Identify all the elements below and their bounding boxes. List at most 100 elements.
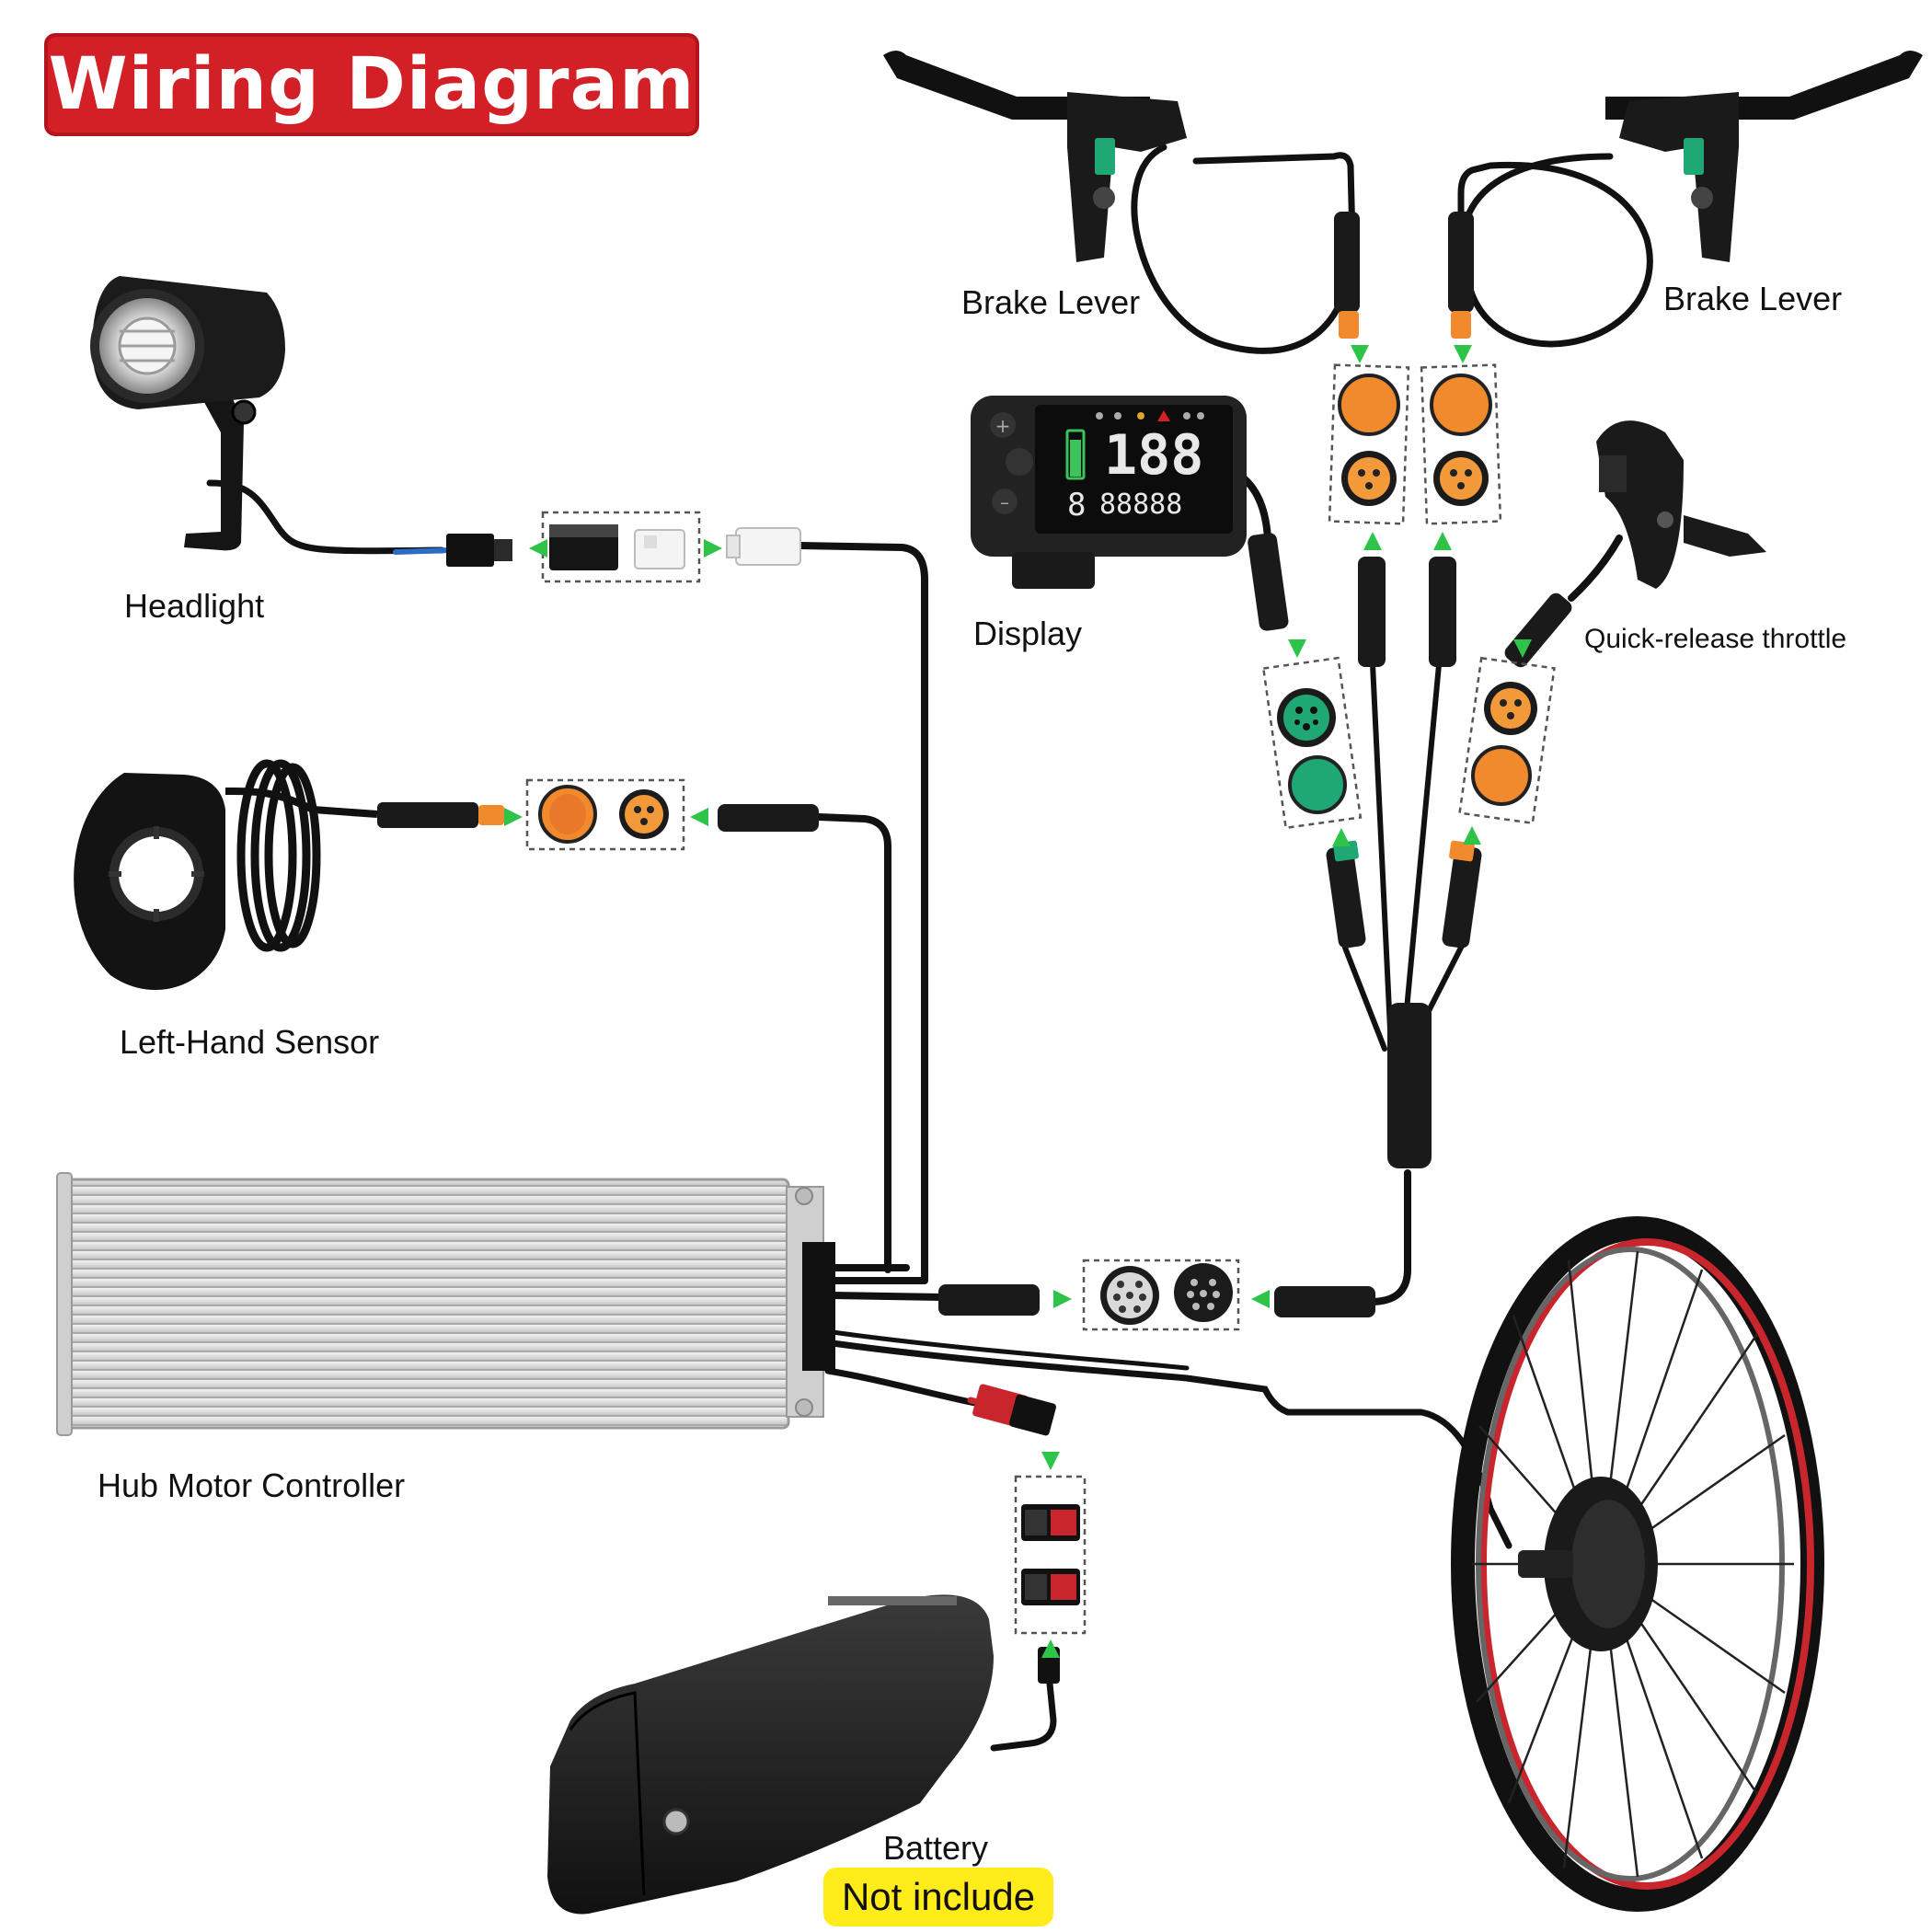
hub-motor-controller (56, 1172, 835, 1436)
harness-brake-left-plug (1358, 557, 1386, 667)
label-battery: Battery (883, 1829, 989, 1867)
brake-left-connector-pair (1338, 374, 1400, 506)
controller-bundle-3 (829, 1292, 947, 1301)
sensor-plug (377, 802, 478, 828)
headlight (90, 276, 285, 551)
throttle-cable (1568, 535, 1623, 602)
connection-arrows (504, 345, 1532, 1658)
sensor-connector-box (525, 778, 685, 851)
display-cable (1240, 475, 1271, 542)
main-connector-left-plug (938, 1284, 1040, 1316)
display-buttons: + – (990, 412, 1033, 514)
main-connector-right-plug (1274, 1286, 1375, 1317)
arrow-battery-top (1041, 1452, 1060, 1470)
label-headlight: Headlight (124, 587, 265, 625)
svg-text:+: + (995, 415, 1011, 437)
display-speed-readout: 188 (1104, 423, 1203, 488)
left-hand-sensor (74, 759, 504, 990)
battery-connector-box (1014, 1475, 1087, 1635)
headlight-wire (206, 479, 445, 555)
sensor-connector-pair (538, 785, 669, 844)
brake-left-plug (1334, 212, 1360, 313)
arrow-brake-right-bottom (1433, 532, 1452, 550)
arrow-headlight-right (704, 539, 722, 558)
svg-text:–: – (1000, 491, 1009, 513)
brake-left-connector-box (1328, 363, 1410, 525)
harness-leg-2 (1368, 623, 1394, 1052)
display-battery-bar (1065, 429, 1086, 480)
arrow-brake-left-top (1351, 345, 1369, 363)
harness-leg-1 (1342, 945, 1387, 1052)
display-pas-readout: 8 (1067, 487, 1086, 523)
display-minus-button (992, 489, 1018, 514)
arrow-display-bottom (1332, 828, 1351, 846)
arrow-main-left (1053, 1290, 1072, 1308)
arrow-sensor-right (690, 808, 708, 826)
throttle-plug (1504, 592, 1572, 668)
wires (206, 144, 1653, 1752)
motor-cable-2 (830, 1329, 1190, 1371)
label-brake-lever-left: Brake Lever (961, 283, 1141, 321)
splitter-tail (1330, 1169, 1411, 1305)
harness-brake-right-plug (1429, 557, 1456, 667)
brake-right-connector-box (1420, 363, 1502, 525)
controller-case (64, 1178, 790, 1430)
brake-cable-right (1457, 153, 1653, 348)
arrow-throttle (1513, 639, 1532, 658)
battery-lead (824, 1367, 979, 1407)
title-banner: Wiring Diagram (44, 33, 699, 136)
harness-throttle-plug (1442, 845, 1482, 949)
label-throttle: Quick-release throttle (1584, 624, 1847, 654)
label-left-hand-sensor: Left-Hand Sensor (120, 1023, 380, 1061)
brake-lever-right (1448, 51, 1923, 339)
throttle-connector-box (1458, 656, 1556, 825)
headlight-connector-pair (549, 524, 685, 570)
headlight-bracket (184, 373, 244, 551)
sensor-lead (815, 813, 891, 1273)
hub-motor-wheel (1451, 1216, 1824, 1912)
battery-lead-connector (972, 1384, 1056, 1436)
sensor-lead-plug (718, 804, 819, 832)
brake-cable-left (1131, 144, 1356, 354)
headlight-bracket-bolt (231, 399, 257, 425)
brake-right-plug (1448, 212, 1474, 313)
label-controller: Hub Motor Controller (98, 1466, 406, 1504)
label-brake-lever-right: Brake Lever (1663, 280, 1843, 317)
arrow-headlight-left (529, 539, 547, 558)
quick-release-throttle (1504, 420, 1766, 668)
arrow-battery-bottom (1041, 1639, 1060, 1658)
battery-pack-lead (990, 1671, 1057, 1752)
battery-connector-pair (1021, 1504, 1080, 1605)
arrow-display (1288, 639, 1306, 658)
display-connector-box (1261, 656, 1363, 830)
arrow-throttle-bottom (1463, 826, 1481, 845)
display-plug (1248, 533, 1289, 631)
battery-pack (547, 1594, 994, 1915)
arrow-brake-right-top (1454, 345, 1472, 363)
harness-splitter (1387, 1003, 1432, 1168)
sensor-coil (236, 759, 321, 952)
throttle-connector-pair (1471, 682, 1537, 806)
arrow-sensor-left (504, 808, 523, 826)
headlight-lead (797, 542, 928, 1282)
arrow-brake-left-bottom (1363, 532, 1382, 550)
harness-leg-3 (1400, 623, 1445, 1052)
harness-display-plug (1326, 845, 1366, 949)
motor-cable (829, 1340, 1512, 1549)
headlight-wire-colored (393, 547, 454, 555)
display-plus-button (990, 412, 1016, 438)
display-odometer-readout: 88888 (1099, 489, 1182, 521)
display-unit: + – 188 88888 8 (971, 396, 1247, 589)
not-included-badge: Not include (823, 1868, 1053, 1926)
display-connector-pair (1277, 688, 1347, 814)
page-title: Wiring Diagram (48, 43, 696, 126)
arrow-main-right (1251, 1290, 1270, 1308)
main-connector-pair (1100, 1263, 1233, 1325)
headlight-connector-female (726, 527, 801, 566)
headlight-connector-male (446, 534, 512, 567)
label-display: Display (973, 615, 1083, 652)
brake-right-connector-pair (1430, 374, 1492, 506)
brake-lever-left (883, 51, 1360, 339)
display-power-button (1006, 448, 1033, 476)
